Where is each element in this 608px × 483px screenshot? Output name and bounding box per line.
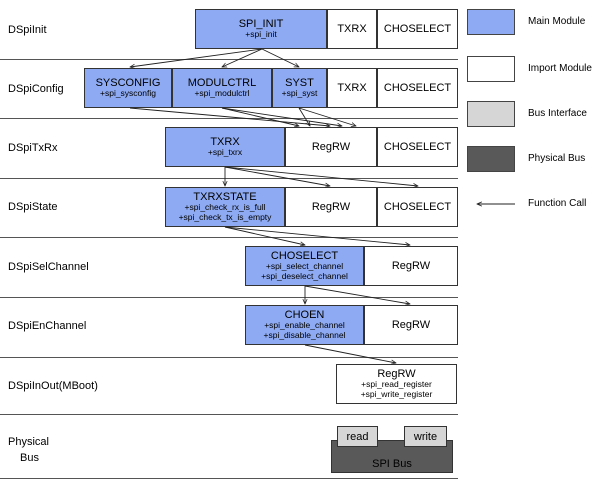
function-name: +spi_init <box>245 29 277 39</box>
module-title: TXRX <box>337 23 367 35</box>
module-title: RegRW <box>377 368 416 380</box>
layer-label-dspiinit: DSpiInit <box>8 24 47 36</box>
layer-separator <box>0 478 458 479</box>
legend-swatch-import <box>467 56 515 82</box>
module-txrxstate: TXRXSTATE +spi_check_rx_is_full +spi_che… <box>165 187 285 227</box>
layer-label-dspiconfig: DSpiConfig <box>8 83 64 95</box>
module-title: CHOSELECT <box>383 201 452 213</box>
module-title: RegRW <box>391 260 431 272</box>
layer-label-bus: Bus <box>20 452 39 464</box>
layer-separator <box>0 357 458 358</box>
layer-label-dspistate: DSpiState <box>8 201 58 213</box>
bus-interface-write: write <box>404 426 447 447</box>
layer-separator <box>0 59 458 60</box>
module-state-regrw: RegRW <box>285 187 377 227</box>
module-title: SPI_INIT <box>238 18 284 30</box>
module-init-txrx: TXRX <box>327 9 377 49</box>
layer-separator <box>0 118 458 119</box>
module-regrw: RegRW +spi_read_register +spi_write_regi… <box>336 364 457 404</box>
legend-main-module: Main Module <box>528 16 586 27</box>
module-txrx-regrw: RegRW <box>285 127 377 167</box>
layer-label-dspiinout: DSpiInOut(MBoot) <box>8 380 98 392</box>
module-title: TXRX <box>337 82 367 94</box>
module-spi-init: SPI_INIT +spi_init <box>195 9 327 49</box>
function-name: +spi_check_rx_is_full <box>184 202 266 212</box>
module-sel-regrw: RegRW <box>364 246 458 286</box>
module-title: CHOSELECT <box>383 82 452 94</box>
legend-physical-bus: Physical Bus <box>528 153 586 164</box>
module-title: TXRX <box>210 136 240 148</box>
legend-bus-interface: Bus Interface <box>528 108 587 119</box>
module-title: RegRW <box>311 201 351 213</box>
module-config-txrx: TXRX <box>327 68 377 108</box>
module-title: RegRW <box>311 141 351 153</box>
function-name: +spi_enable_channel <box>264 320 345 330</box>
module-init-choselect: CHOSELECT <box>377 9 458 49</box>
layer-separator <box>0 414 458 415</box>
module-title: CHOEN <box>284 309 325 321</box>
module-title: CHOSELECT <box>383 141 452 153</box>
module-title: TXRXSTATE <box>193 191 257 203</box>
function-name: +spi_sysconfig <box>100 88 156 98</box>
module-choen: CHOEN +spi_enable_channel +spi_disable_c… <box>245 305 364 345</box>
legend-swatch-bus <box>467 101 515 127</box>
module-title: SYSCONFIG <box>95 77 161 89</box>
module-title: write <box>413 430 438 443</box>
function-name: +spi_read_register <box>361 379 432 389</box>
function-name: +spi_deselect_channel <box>261 271 348 281</box>
function-name: +spi_check_tx_is_empty <box>178 212 272 222</box>
module-syst: SYST +spi_syst <box>272 68 327 108</box>
function-name: +spi_write_register <box>360 389 433 399</box>
module-config-choselect: CHOSELECT <box>377 68 458 108</box>
layer-label-dspitxrx: DSpiTxRx <box>8 142 58 154</box>
bus-interface-read: read <box>337 426 378 447</box>
module-title: CHOSELECT <box>270 250 339 262</box>
function-name: +spi_txrx <box>207 147 243 157</box>
module-sysconfig: SYSCONFIG +spi_sysconfig <box>84 68 172 108</box>
legend-swatch-physical <box>467 146 515 172</box>
layer-separator <box>0 178 458 179</box>
module-en-regrw: RegRW <box>364 305 458 345</box>
module-title: RegRW <box>391 319 431 331</box>
module-title: SYST <box>285 77 314 89</box>
module-txrx: TXRX +spi_txrx <box>165 127 285 167</box>
legend-function-call: Function Call <box>528 198 587 209</box>
module-choselect: CHOSELECT +spi_select_channel +spi_desel… <box>245 246 364 286</box>
module-title: SPI Bus <box>372 458 412 470</box>
legend-import-module: Import Module <box>528 63 592 74</box>
function-name: +spi_select_channel <box>265 261 344 271</box>
function-name: +spi_modulctrl <box>194 88 250 98</box>
function-name: +spi_disable_channel <box>263 330 346 340</box>
module-title: MODULCTRL <box>187 77 257 89</box>
module-title: read <box>346 430 369 443</box>
layer-label-dspiselchannel: DSpiSelChannel <box>8 261 89 273</box>
module-state-choselect: CHOSELECT <box>377 187 458 227</box>
module-txrx-choselect: CHOSELECT <box>377 127 458 167</box>
layer-label-dspienchannel: DSpiEnChannel <box>8 320 87 332</box>
layer-separator <box>0 237 458 238</box>
function-name: +spi_syst <box>281 88 318 98</box>
layer-separator <box>0 297 458 298</box>
layer-label-physical: Physical <box>8 436 49 448</box>
legend-swatch-main <box>467 9 515 35</box>
module-modulctrl: MODULCTRL +spi_modulctrl <box>172 68 272 108</box>
module-title: CHOSELECT <box>383 23 452 35</box>
